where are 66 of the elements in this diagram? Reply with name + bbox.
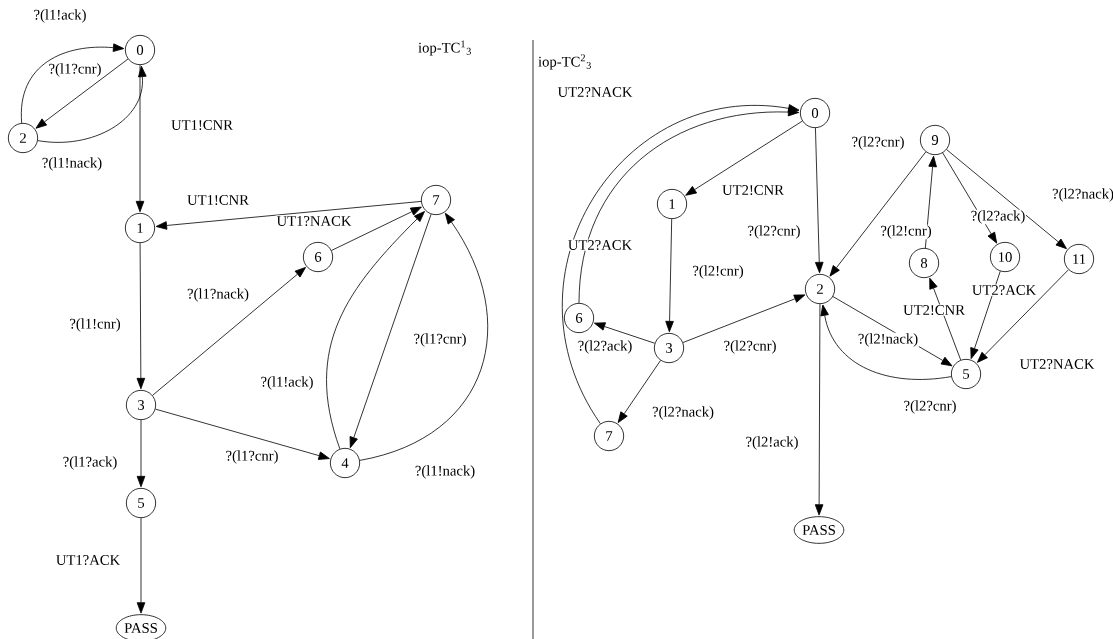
arrow	[832, 296, 953, 367]
arrow	[136, 242, 146, 390]
arrow	[359, 212, 489, 461]
arrow	[35, 58, 129, 129]
edge-label: UT2?ACK	[971, 284, 1037, 296]
arrow	[665, 218, 674, 333]
arrow	[924, 155, 937, 249]
graph-title: iop-TC$^{1}$3	[418, 40, 471, 56]
arrow	[155, 201, 422, 230]
arrow	[152, 267, 306, 396]
edge-label: ?(l1!nack)	[41, 156, 103, 172]
edge-label: ?(l2?cnr)	[850, 135, 906, 151]
graph-title: iop-TC$^{2}$3	[538, 54, 591, 70]
arrow	[829, 151, 927, 277]
arrow	[155, 408, 330, 460]
arrow	[942, 152, 998, 244]
edge-label: UT2!CNR	[902, 304, 966, 316]
arrow	[578, 107, 800, 304]
arrow	[37, 65, 147, 143]
edge-label: UT1?ACK	[55, 554, 121, 566]
edge-label: ?(l1?cnr)	[412, 332, 468, 348]
arrow	[331, 206, 422, 251]
edge-label: ?(l1?cnr)	[224, 449, 280, 465]
edge-label: ?(l2?cnr)	[902, 399, 958, 415]
arrow	[682, 294, 806, 343]
edge-label: ?(l2!ack)	[744, 435, 800, 451]
arrow	[946, 149, 1067, 250]
edge-label: UT1!CNR	[170, 119, 234, 131]
edge-label: UT1?NACK	[275, 215, 353, 227]
arrow	[136, 517, 146, 614]
edge-label: ?(l2?nack)	[651, 405, 715, 421]
edge-label: ?(l2?nack)	[1051, 187, 1113, 203]
edge-label: ?(l2!nack)	[857, 332, 919, 348]
edge-label: ?(l1!cnr)	[68, 317, 122, 333]
edge-label: UT2!CNR	[721, 184, 785, 196]
edge-label: ?(l2?cnr)	[722, 339, 778, 355]
arrow	[814, 303, 824, 516]
edge-label: ?(l2?cnr)	[746, 224, 802, 240]
arrow	[970, 270, 1001, 359]
arrow	[135, 64, 145, 213]
arrow	[326, 211, 425, 450]
edge-label: UT1!CNR	[186, 194, 250, 206]
edge-label: ?(l2?ack)	[970, 209, 1026, 225]
edge-label: ?(l1!ack)	[32, 8, 88, 24]
arrow	[349, 213, 432, 449]
arrow	[929, 277, 962, 361]
edge-label: ?(l1?nack)	[186, 287, 250, 303]
arrow	[561, 104, 800, 425]
arrow	[21, 43, 125, 124]
edge-label: ?(l1?cnr)	[47, 62, 103, 78]
edge-label: ?(l1?ack)	[62, 455, 118, 471]
edge-label: UT2?NACK	[1018, 358, 1096, 370]
arrow	[617, 360, 661, 423]
edge-label: ?(l2!cnr)	[879, 224, 933, 240]
arrow	[815, 127, 824, 274]
arrow	[685, 120, 803, 196]
arrow	[977, 269, 1069, 363]
edge-label: UT2?ACK	[567, 239, 633, 251]
edge-label: ?(l1!ack)	[259, 375, 315, 391]
edge-label: UT2?NACK	[556, 86, 634, 98]
edge-label: ?(l2?ack)	[577, 339, 633, 355]
arrow	[136, 419, 146, 488]
arrow	[594, 322, 656, 344]
arrow	[820, 304, 952, 380]
edge-label: ?(l1!nack)	[414, 464, 476, 480]
edge-label: ?(l2!cnr)	[691, 264, 745, 280]
